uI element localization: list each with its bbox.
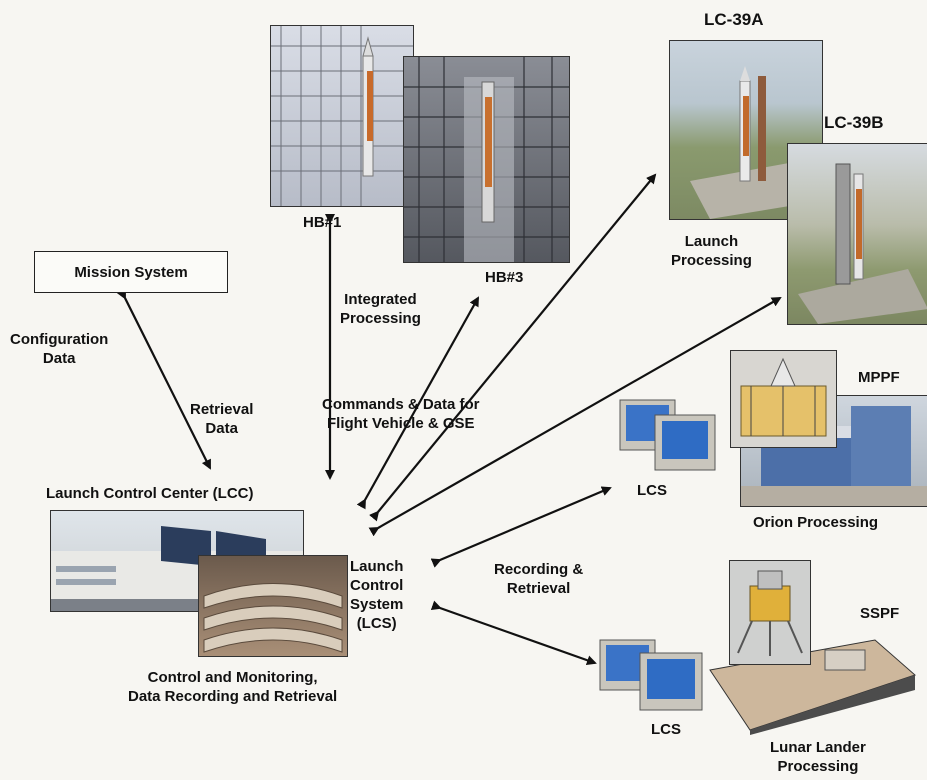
recording-retrieval-label: Recording & Retrieval <box>494 560 583 598</box>
orion-processing-label: Orion Processing <box>753 514 879 531</box>
lc39b-image <box>787 143 927 325</box>
lcs-center-line-1: Launch <box>350 558 404 575</box>
lcs-bottom-label: LCS <box>651 721 681 738</box>
control-room-image <box>198 555 348 657</box>
hb3-label: HB#3 <box>485 269 524 286</box>
lc39b-label: LC-39B <box>824 113 884 132</box>
mission-system-box: Mission System <box>34 251 228 293</box>
lunar-lander-line-1: Lunar Lander <box>770 739 866 756</box>
configuration-data-line-1: Configuration <box>10 331 109 348</box>
integrated-processing-line-2: Processing <box>340 310 421 327</box>
launch-processing-line-2: Processing <box>671 252 752 269</box>
configuration-data-label: Configuration Data <box>10 330 108 368</box>
hb1-image <box>270 25 414 207</box>
lcs-top-label: LCS <box>637 482 667 499</box>
control-monitoring-line-2: Data Recording and Retrieval <box>128 688 338 705</box>
sspf-label: SSPF <box>860 605 900 622</box>
mission-system-label: Mission System <box>74 263 188 281</box>
launch-processing-label: Launch Processing <box>671 232 752 270</box>
commands-data-line-1: Commands & Data for <box>322 396 480 413</box>
lcs-center-line-4: (LCS) <box>356 615 397 632</box>
arrow-mission-lcc <box>116 288 211 470</box>
retrieval-data-line-2: Data <box>205 420 238 437</box>
retrieval-data-label: Retrieval Data <box>190 400 253 438</box>
lcs-center-label: Launch Control System (LCS) <box>350 557 403 633</box>
arrow-lcs-lcs-bottom <box>430 600 597 666</box>
arrow-lcs-lcs-top <box>430 486 612 568</box>
recording-retrieval-line-2: Retrieval <box>506 580 571 597</box>
lcs-computers-bottom-icon <box>595 635 715 715</box>
lcc-label: Launch Control Center (LCC) <box>46 485 254 502</box>
control-monitoring-label: Control and Monitoring, Data Recording a… <box>128 668 337 706</box>
commands-data-label: Commands & Data for Flight Vehicle & GSE <box>322 395 480 433</box>
lunar-lander-label: Lunar Lander Processing <box>770 738 866 776</box>
integrated-processing-line-1: Integrated <box>344 291 417 308</box>
lcc-building-image <box>50 510 304 612</box>
commands-data-line-2: Flight Vehicle & GSE <box>326 415 475 432</box>
arrow-lc39a-lcs <box>369 173 657 522</box>
retrieval-data-line-1: Retrieval <box>190 401 254 418</box>
lc39a-label: LC-39A <box>704 10 764 29</box>
lunar-lander-inset-image <box>729 560 811 665</box>
control-monitoring-line-1: Control and Monitoring, <box>147 669 318 686</box>
integrated-processing-label: Integrated Processing <box>340 290 421 328</box>
lcs-center-line-3: System <box>350 596 404 613</box>
mppf-label: MPPF <box>858 369 900 386</box>
launch-processing-line-1: Launch <box>684 233 739 250</box>
recording-retrieval-line-1: Recording & <box>494 561 584 578</box>
configuration-data-line-2: Data <box>42 350 76 367</box>
lunar-lander-line-2: Processing <box>777 758 859 775</box>
lcs-center-line-2: Control <box>350 577 404 594</box>
hb1-label: HB#1 <box>303 214 342 231</box>
